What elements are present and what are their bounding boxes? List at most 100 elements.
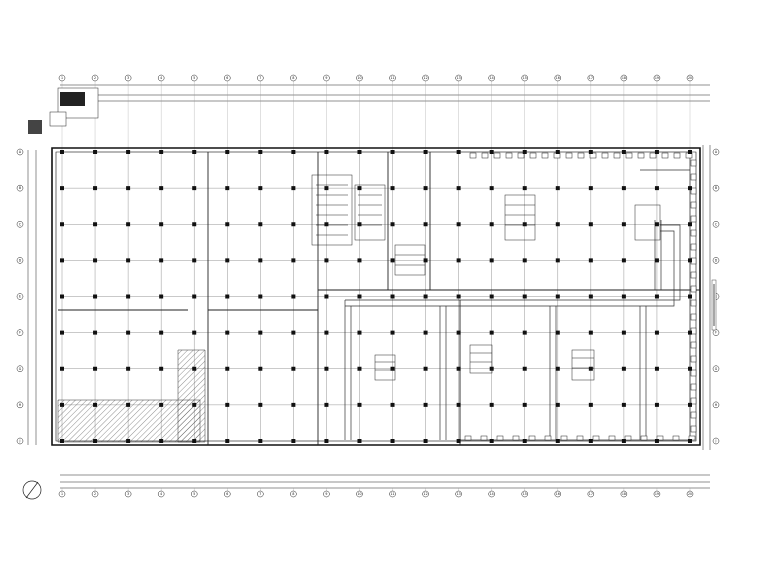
top-dimension-lines (60, 84, 710, 102)
column-6E (225, 294, 230, 299)
column-2C (93, 222, 98, 227)
column-bubble (389, 490, 396, 498)
row-bubble (16, 148, 24, 156)
column-9A (324, 150, 329, 154)
row-axis-label: G (715, 367, 718, 371)
supply-diffuser (690, 383, 697, 391)
column-2J (93, 439, 98, 443)
column-axis-label: 2 (94, 76, 96, 80)
column-bubble (587, 490, 595, 498)
column-7C (258, 222, 263, 227)
column-bubble (323, 490, 330, 498)
supply-diffuser (690, 215, 697, 223)
column-10D (357, 258, 362, 263)
column-bubble (554, 490, 562, 498)
row-axis-label: J (715, 439, 717, 443)
column-19F (654, 330, 659, 335)
row-bubble (712, 184, 720, 192)
column-15B (522, 186, 527, 191)
supply-diffuser (661, 152, 669, 159)
column-19J (654, 439, 659, 443)
row-bubble (712, 437, 720, 445)
column-17B (588, 186, 593, 191)
supply-diffuser (673, 152, 681, 159)
column-axis-label: 8 (292, 76, 294, 80)
supply-diffuser (690, 173, 697, 181)
structural-grid-lines (61, 151, 691, 442)
row-axis-label: H (715, 403, 718, 407)
column-3B (126, 186, 131, 191)
column-16A (555, 150, 560, 154)
column-5F (192, 330, 197, 335)
column-12E (423, 294, 428, 299)
column-8G (291, 366, 296, 371)
column-12D (423, 258, 428, 263)
column-axis-label: 11 (390, 492, 394, 496)
column-18G (621, 366, 626, 371)
column-13C (456, 222, 461, 227)
supply-diffuser (601, 152, 609, 159)
supply-diffuser (505, 152, 513, 159)
column-20C (688, 222, 692, 227)
column-16D (555, 258, 560, 263)
supply-diffuser (690, 411, 697, 419)
building-outline (51, 147, 701, 446)
column-3H (126, 402, 131, 407)
column-6J (225, 439, 230, 443)
column-5E (192, 294, 197, 299)
column-bubble (58, 74, 66, 82)
column-2G (93, 366, 98, 371)
column-6F (225, 330, 230, 335)
column-15J (522, 439, 527, 443)
column-14C (489, 222, 494, 227)
row-bubble (16, 437, 24, 445)
column-6C (225, 222, 230, 227)
return-grille (528, 435, 536, 441)
column-axis-label: 4 (160, 492, 162, 496)
column-17J (588, 439, 593, 443)
column-12J (423, 439, 428, 443)
column-3D (126, 258, 131, 263)
supply-diffuser (565, 152, 573, 159)
column-6A (225, 150, 230, 154)
column-2E (93, 294, 98, 299)
column-18H (621, 402, 626, 407)
column-15A (522, 150, 527, 154)
column-19E (654, 294, 659, 299)
column-3J (126, 439, 131, 443)
row-bubble (16, 365, 24, 372)
column-6B (225, 186, 230, 191)
column-axis-label: 20 (688, 76, 692, 80)
vertical-core (311, 174, 426, 276)
ductwork (344, 150, 691, 441)
column-19A (654, 150, 659, 154)
return-grille (576, 435, 584, 441)
row-axis-label: H (19, 403, 22, 407)
column-10B (357, 186, 362, 191)
column-bubble (521, 74, 528, 82)
supply-diffuser (613, 152, 621, 159)
column-15C (522, 222, 527, 227)
column-11H (390, 402, 395, 407)
return-grille (480, 435, 488, 441)
column-20H (688, 402, 692, 407)
equipment-units (374, 194, 661, 381)
column-17D (588, 258, 593, 263)
column-19B (654, 186, 659, 191)
column-bubble (91, 74, 99, 82)
column-10F (357, 330, 362, 335)
column-bubble (157, 490, 165, 498)
column-18C (621, 222, 626, 227)
column-axis-label: 3 (127, 492, 129, 496)
column-17E (588, 294, 593, 299)
column-axis-label: 11 (390, 76, 394, 80)
column-11J (390, 439, 395, 443)
column-8D (291, 258, 296, 263)
column-12G (423, 366, 428, 371)
supply-diffuser (690, 397, 697, 405)
row-bubble (16, 221, 24, 228)
column-13B (456, 186, 461, 191)
column-6D (225, 258, 230, 263)
column-axis-label: 15 (523, 76, 527, 80)
column-17C (588, 222, 593, 227)
